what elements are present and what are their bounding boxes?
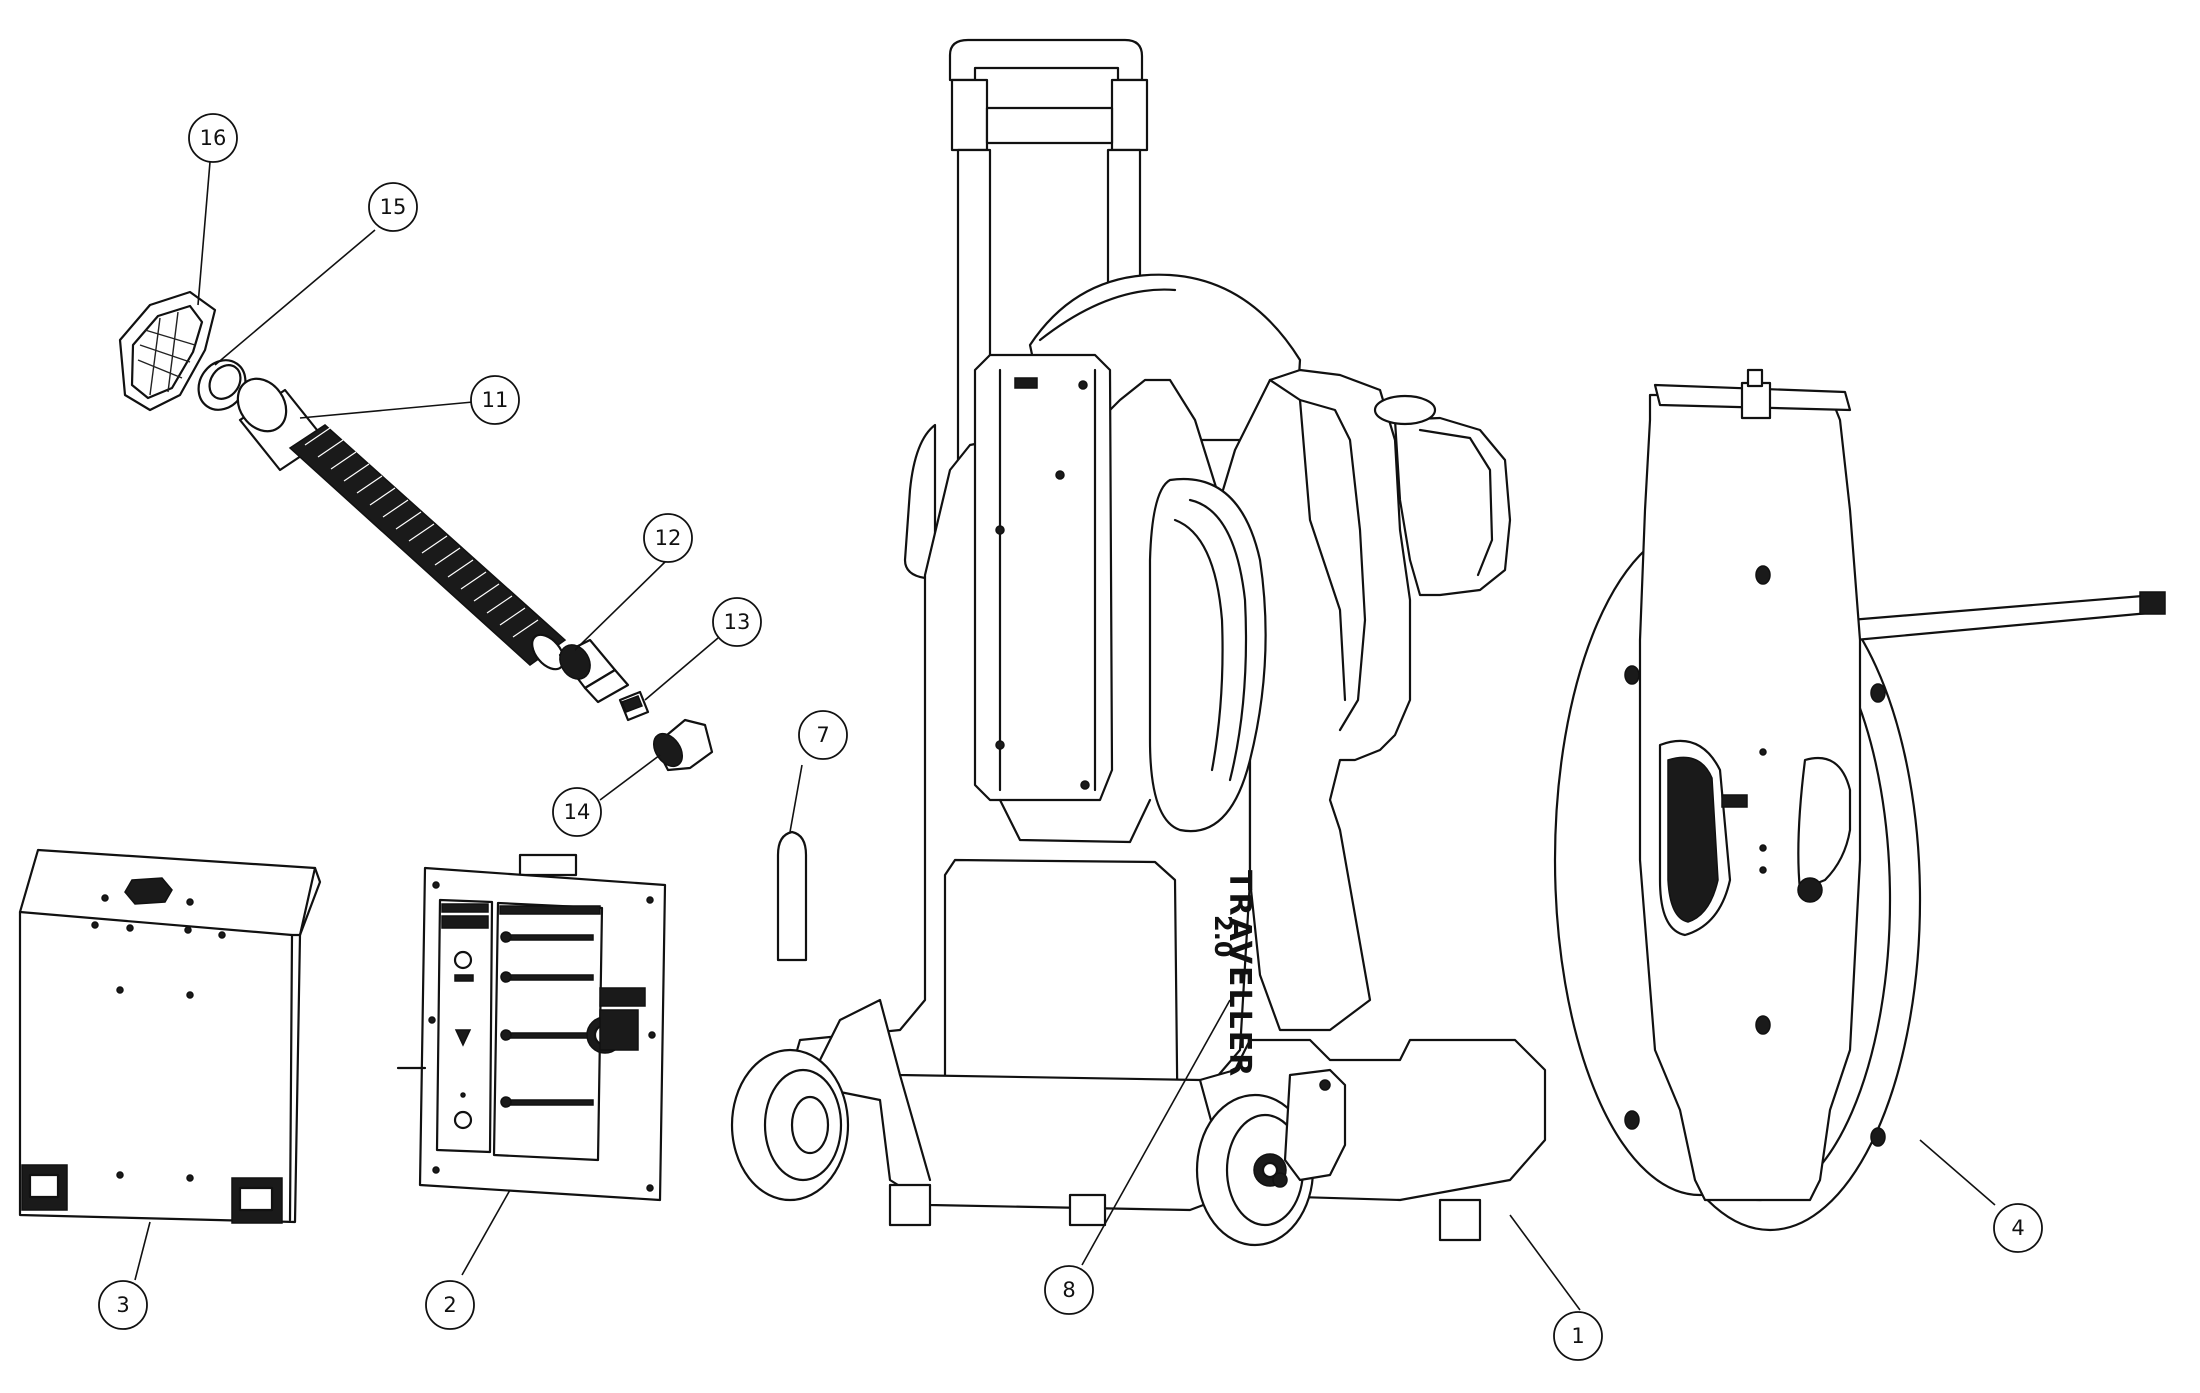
callout-leaders <box>134 161 1996 1311</box>
callout-label: 16 <box>200 126 227 150</box>
callout-7: 7 <box>798 710 848 760</box>
callout-label: 3 <box>116 1293 129 1317</box>
callout-8: 8 <box>1044 1265 1094 1315</box>
callout-16: 16 <box>188 113 238 163</box>
unit-brand-version: 2.0 <box>1209 915 1237 958</box>
part-11-hose <box>236 377 567 671</box>
callout-label: 8 <box>1062 1278 1075 1302</box>
callout-label: 7 <box>816 723 829 747</box>
callout-15: 15 <box>368 182 418 232</box>
callout-label: 14 <box>564 800 591 824</box>
callout-1: 1 <box>1553 1311 1603 1361</box>
callout-label: 1 <box>1571 1324 1584 1348</box>
callout-3: 3 <box>98 1280 148 1330</box>
callout-label: 15 <box>380 195 407 219</box>
part-13-insert <box>618 690 650 722</box>
part-12-coupling <box>558 638 630 704</box>
unit-brand-label: TRAVELLER <box>1222 870 1257 1078</box>
callout-label: 2 <box>443 1293 456 1317</box>
part-2-control-panel <box>396 853 667 1202</box>
callout-12: 12 <box>643 513 693 563</box>
callout-label: 12 <box>655 526 682 550</box>
part-7-sleeve <box>776 830 808 962</box>
callout-4: 4 <box>1993 1203 2043 1253</box>
callout-11: 11 <box>470 375 520 425</box>
part-3-rear-panel <box>18 848 322 1224</box>
callout-14: 14 <box>552 787 602 837</box>
callout-13: 13 <box>712 597 762 647</box>
callout-2: 2 <box>425 1280 475 1330</box>
part-1-cart-body: TRAVELLER 2.0 <box>730 38 1547 1247</box>
part-15-ring <box>197 359 247 411</box>
callout-label: 4 <box>2011 1216 2024 1240</box>
callout-label: 11 <box>482 388 509 412</box>
part-16-end-cap <box>118 290 217 412</box>
callout-label: 13 <box>724 610 751 634</box>
part-4-cable-reel <box>1553 368 2166 1232</box>
part-14-nozzle <box>652 718 714 772</box>
